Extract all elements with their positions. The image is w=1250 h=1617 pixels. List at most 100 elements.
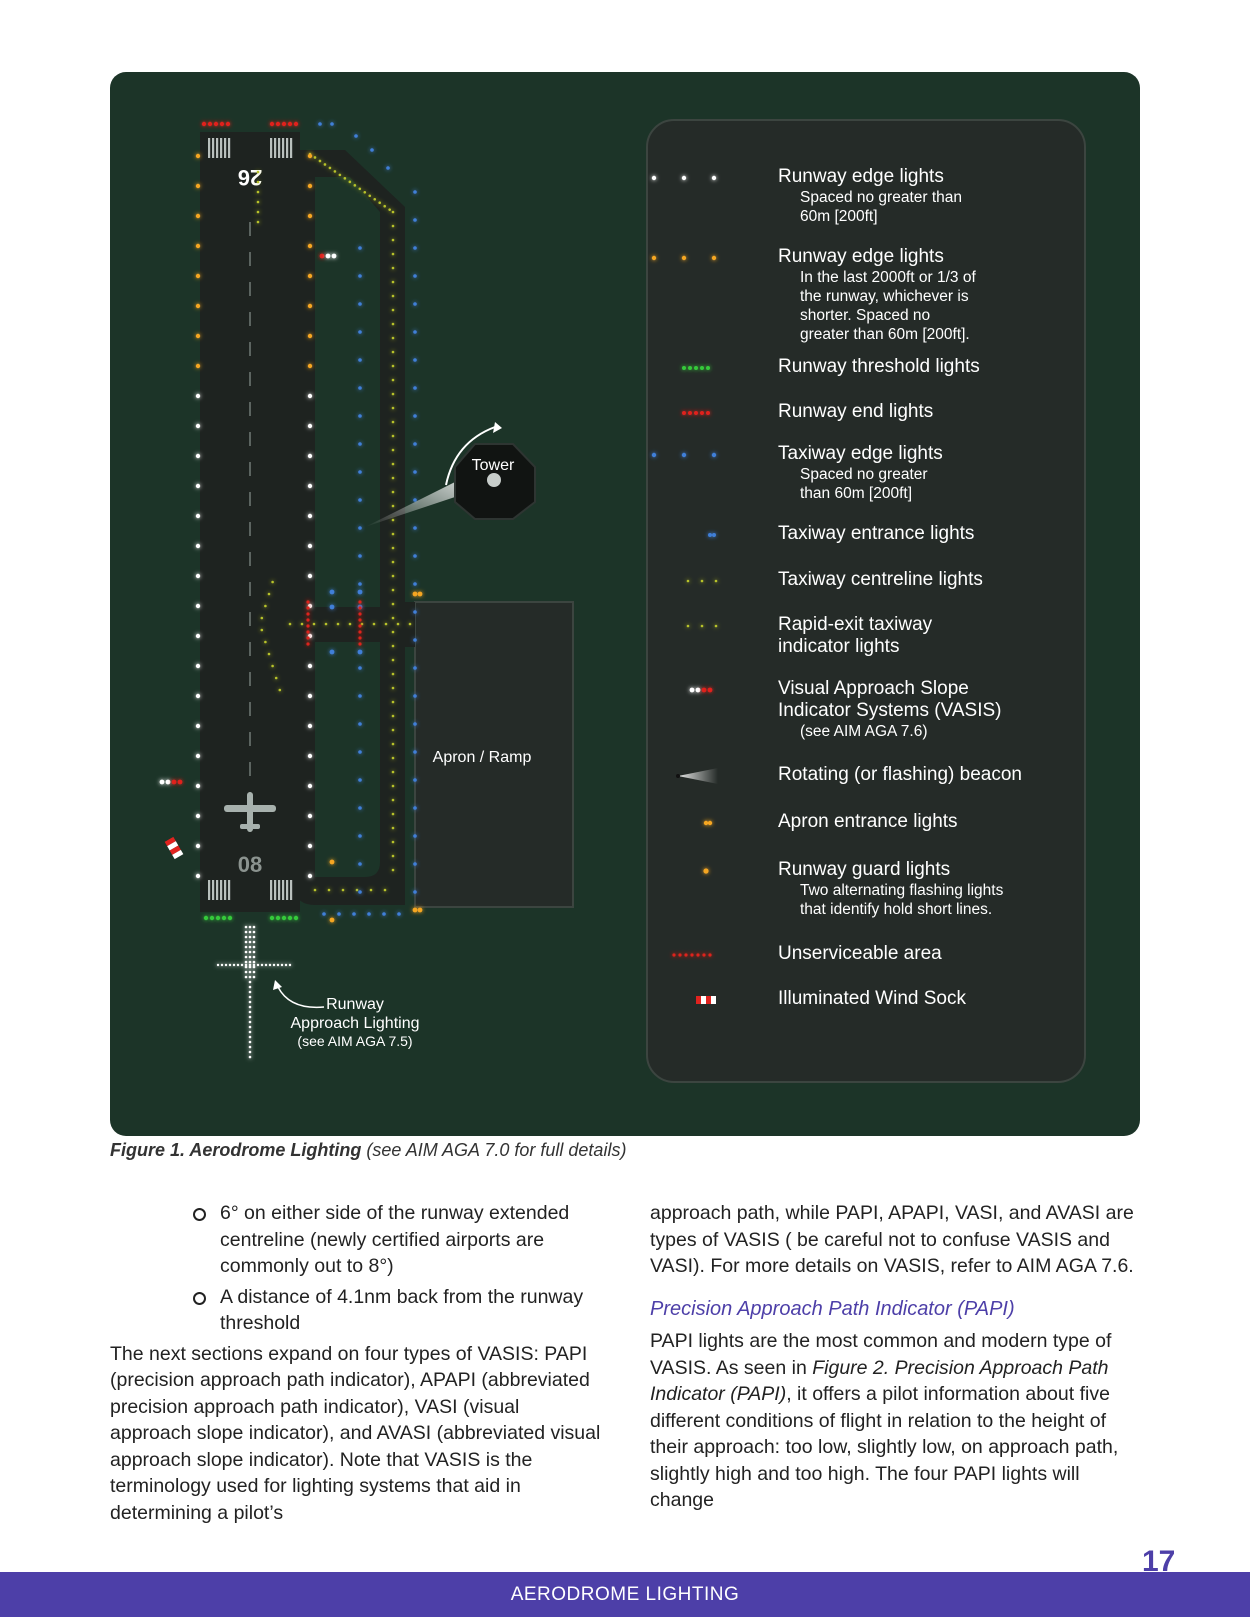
taxiway-edge-light (413, 246, 417, 250)
taxiway-edge-light (413, 638, 417, 642)
legend-symbol-rapid-exit-dots-icon (686, 624, 718, 628)
light (681, 255, 687, 261)
runway-edge-light (307, 543, 313, 549)
unserviceable-light (358, 612, 362, 616)
rapid-exit-light (271, 580, 274, 584)
approach-light (248, 1020, 252, 1024)
taxiway-centreline-light (391, 602, 395, 606)
taxiway-edge-light (413, 442, 417, 446)
taxiway-edge-light (358, 862, 362, 866)
runway-edge-light (307, 513, 313, 519)
taxiway-edge-light (413, 274, 417, 278)
taxiway-centreline-light (391, 840, 395, 844)
legend-symbol-green-yellow-dots-icon (686, 579, 718, 583)
taxiway-centreline-lights (256, 152, 412, 892)
taxiway-centreline-light (391, 210, 395, 214)
light (678, 953, 682, 957)
taxiway-centreline-light (391, 280, 395, 284)
taxiway-edge-light (413, 190, 417, 194)
taxiway-centreline-light (391, 798, 395, 802)
light (672, 953, 676, 957)
vasis-light (331, 253, 337, 259)
threshold-light (221, 915, 227, 921)
runway-edge-light (195, 693, 201, 699)
threshold-light (209, 915, 215, 921)
taxiway-edge-light (413, 694, 417, 698)
approach-light (244, 970, 248, 974)
light (711, 255, 717, 261)
approach-light (248, 955, 252, 959)
runway-edge-light (195, 723, 201, 729)
light (707, 820, 713, 826)
legend-title: Illuminated Wind Sock (778, 988, 966, 1009)
taxiway-edge-light (386, 166, 390, 170)
taxiway-centreline-light (391, 252, 395, 256)
approach-light (248, 940, 252, 944)
taxiway-centreline-light (383, 204, 387, 208)
approach-light (244, 960, 248, 964)
taxiway-centreline-light (391, 546, 395, 550)
runway-edge-light (195, 363, 201, 369)
taxiway-edge-light (413, 890, 417, 894)
threshold-stripe (220, 880, 223, 900)
end-light (207, 121, 213, 127)
threshold-stripe (274, 880, 277, 900)
runway-edge-light (307, 453, 313, 459)
taxiway-edge-light (413, 666, 417, 670)
approach-light (248, 1030, 252, 1034)
threshold-stripe (278, 880, 281, 900)
runway-edge-light (195, 423, 201, 429)
taxiway-edge-light (370, 148, 374, 152)
taxiway-centreline-light (348, 622, 352, 626)
runway-edge-light (195, 753, 201, 759)
taxiway-centreline-light (391, 322, 395, 326)
approach-light (248, 930, 252, 934)
rapid-exit-light (256, 170, 260, 174)
taxiway-centreline-light (391, 518, 395, 522)
approach-crossbar-light (240, 963, 244, 967)
taxiway-edge-light (358, 694, 362, 698)
approach-light (244, 930, 248, 934)
infield (315, 177, 380, 877)
approach-light (248, 1055, 252, 1059)
taxiway-edge-light (358, 722, 362, 726)
light (706, 366, 710, 370)
apron-ramp (414, 601, 574, 908)
rapid-exit-light (256, 220, 260, 224)
taxiway-edge-light (358, 554, 362, 558)
approach-crossbar-light (288, 963, 292, 967)
bullet-item: 6° on either side of the runway extended… (110, 1200, 605, 1280)
apron-entrance-light (417, 907, 423, 913)
runway-edge-light (195, 573, 201, 579)
legend-title: Runway threshold lights (778, 356, 980, 377)
approach-crossbar-light (244, 963, 248, 967)
approach-light (252, 955, 256, 959)
runway-edge-light (195, 453, 201, 459)
legend-title: Taxiway edge lights (778, 443, 943, 464)
taxiway-centreline-light (323, 163, 327, 166)
taxiway-edge-light (358, 806, 362, 810)
light (714, 579, 718, 583)
end-light (275, 121, 281, 127)
end-light (213, 121, 219, 127)
taxiway-centreline-light (288, 622, 292, 626)
taxiway-centreline-light (343, 177, 347, 180)
approach-light (252, 930, 256, 934)
approach-crossbar-light (256, 963, 260, 967)
legend-symbol-unserviceable-icon (672, 953, 712, 957)
taxiway-edge-light (358, 526, 362, 530)
unserviceable-light (306, 642, 310, 646)
taxiway-edge-light (337, 912, 341, 916)
end-light (281, 121, 287, 127)
light (696, 953, 700, 957)
light (684, 953, 688, 957)
light (689, 687, 695, 693)
legend-symbol-red-row-icon (682, 411, 710, 415)
approach-light (248, 950, 252, 954)
approach-light (248, 980, 252, 984)
taxiway-centreline-light (391, 224, 395, 228)
approach-light (252, 965, 256, 969)
threshold-stripe (224, 138, 227, 158)
taxiway-edge-light (382, 912, 386, 916)
light (702, 953, 706, 957)
